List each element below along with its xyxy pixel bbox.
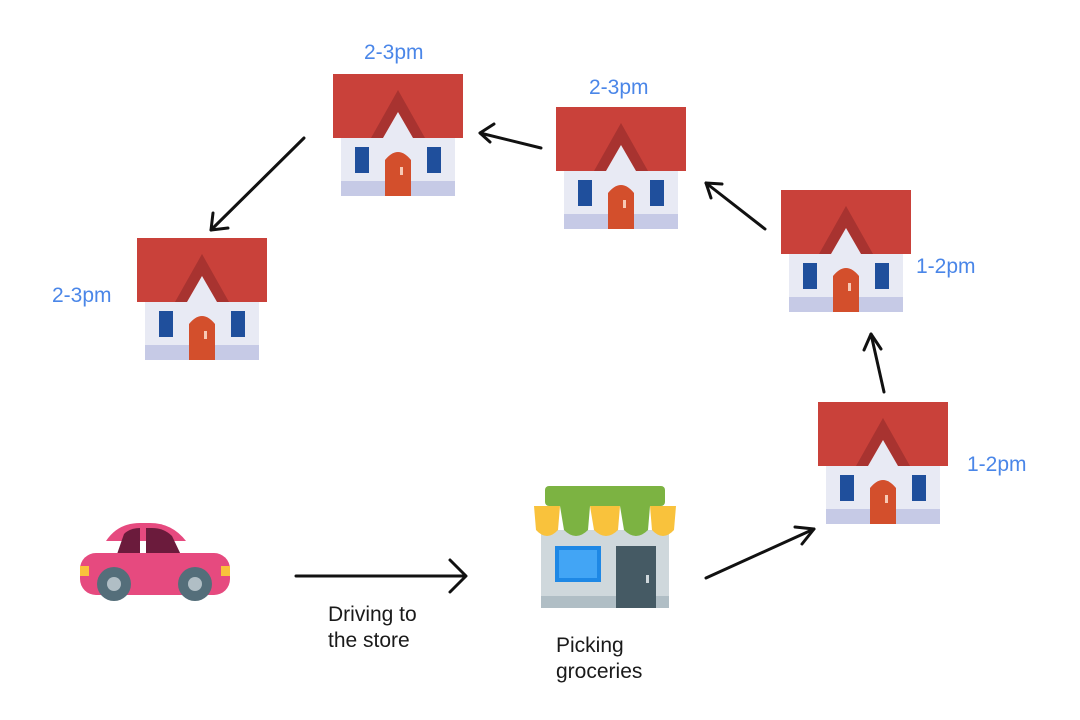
time-label: 2-3pm — [52, 284, 112, 307]
arrow-car-to-store — [294, 558, 468, 594]
house-icon — [781, 190, 911, 312]
time-label: 2-3pm — [589, 76, 649, 99]
time-label: 1-2pm — [916, 255, 976, 278]
house-icon — [137, 238, 267, 360]
car-caption: Driving to the store — [328, 603, 417, 653]
time-label: 1-2pm — [967, 453, 1027, 476]
arrow-store-to-house — [704, 525, 816, 580]
store-icon — [534, 486, 676, 608]
house-icon — [556, 107, 686, 229]
arrow-house-to-house — [478, 122, 543, 150]
house-icon — [818, 402, 948, 524]
arrow-house-to-house — [704, 181, 767, 231]
car-icon — [80, 523, 230, 601]
arrow-house-to-house — [862, 332, 886, 394]
arrow-house-to-house — [209, 136, 306, 232]
house-icon — [333, 74, 463, 196]
store-caption: Picking groceries — [556, 634, 643, 684]
time-label: 2-3pm — [364, 41, 424, 64]
